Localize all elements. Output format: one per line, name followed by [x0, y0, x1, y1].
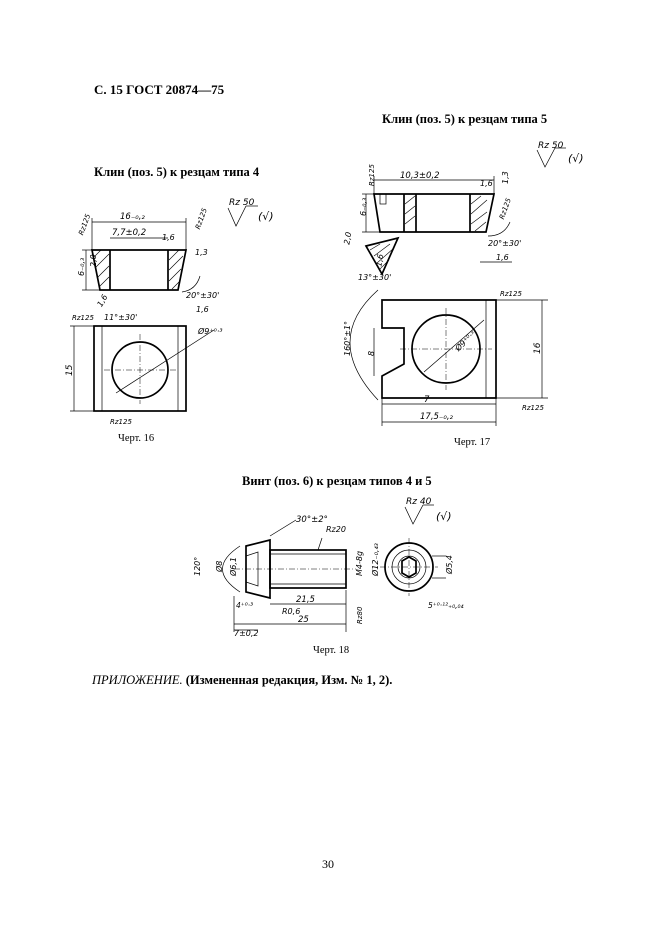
fig16-label: Черт. 16: [118, 433, 155, 444]
svg-text:Ø12₋₀,₄₃: Ø12₋₀,₄₃: [370, 543, 380, 577]
svg-text:20°±30': 20°±30': [186, 291, 219, 300]
svg-text:1,6: 1,6: [95, 293, 109, 309]
klin-type4-caption: Клин (поз. 5) к резцам типа 4: [94, 165, 260, 179]
svg-text:Rz125: Rz125: [110, 418, 132, 426]
svg-text:21,5: 21,5: [296, 595, 315, 605]
fig16-front-view: Ø9⁺⁰·³ Rz125 15 Rz125: [65, 314, 223, 426]
svg-text:10,3±0,2: 10,3±0,2: [400, 171, 440, 181]
svg-text:2,0: 2,0: [89, 254, 98, 267]
svg-text:Rz20: Rz20: [326, 525, 346, 534]
svg-text:120°: 120°: [193, 557, 202, 576]
svg-text:6₋₀,₃: 6₋₀,₃: [359, 198, 368, 216]
svg-text:20°±30': 20°±30': [488, 239, 521, 248]
page-header: С. 15 ГОСТ 20874—75: [94, 82, 225, 97]
svg-text:Rz125: Rz125: [500, 290, 522, 298]
svg-text:Ø9⁺⁰·³: Ø9⁺⁰·³: [452, 329, 477, 354]
amendment-note-bold: (Измененная редакция, Изм. № 1, 2).: [185, 673, 393, 687]
svg-text:4⁺⁰·³: 4⁺⁰·³: [236, 601, 253, 610]
klin-type5-caption: Клин (поз. 5) к резцам типа 5: [382, 112, 548, 126]
svg-text:7±0,2: 7±0,2: [234, 629, 259, 638]
fig18-screw-end-view: Ø5,4 5⁺⁰·¹²₊₀,₀₄: [380, 538, 464, 610]
amendment-note: ПРИЛОЖЕНИЕ. (Измененная редакция, Изм. №…: [92, 673, 392, 688]
svg-text:Rz 40: Rz 40: [406, 497, 432, 507]
svg-text:1,3: 1,3: [501, 171, 510, 184]
fig18-roughness-mark: Rz 40 (√): [404, 497, 452, 525]
svg-text:1,3: 1,3: [195, 248, 208, 257]
vint-caption: Винт (поз. 6) к резцам типов 4 и 5: [242, 474, 432, 488]
svg-text:25: 25: [298, 615, 309, 625]
svg-text:Rz125: Rz125: [77, 212, 92, 236]
svg-text:Ø5,4: Ø5,4: [444, 555, 454, 575]
svg-text:15: 15: [65, 364, 75, 376]
svg-text:Ø6,1: Ø6,1: [228, 557, 238, 577]
svg-text:11°±30': 11°±30': [104, 313, 137, 322]
fig16-roughness-mark: Rz 50 (√): [227, 198, 274, 227]
amendment-note-italic: ПРИЛОЖЕНИЕ.: [92, 673, 183, 687]
svg-text:6₋₀,₃: 6₋₀,₃: [77, 258, 86, 276]
fig17-label: Черт. 17: [454, 437, 491, 448]
svg-text:Rz125: Rz125: [72, 314, 94, 322]
svg-text:1,6: 1,6: [196, 305, 209, 314]
fig18-screw-side-view: 120° Ø8 Ø6,1 30°±2° Rz20 M4-8g Ø12₋₀,₄₃ …: [193, 515, 380, 638]
svg-text:8: 8: [367, 351, 376, 356]
svg-text:16₋₀,₂: 16₋₀,₂: [120, 212, 145, 222]
fig18-label: Черт. 18: [313, 645, 350, 656]
svg-text:Rz125: Rz125: [522, 404, 544, 412]
svg-text:Rz125: Rz125: [194, 207, 209, 231]
svg-text:5⁺⁰·¹²₊₀,₀₄: 5⁺⁰·¹²₊₀,₀₄: [428, 601, 464, 610]
svg-text:R0,6: R0,6: [282, 607, 300, 616]
svg-text:2,0: 2,0: [342, 231, 353, 245]
svg-text:Rz125: Rz125: [368, 164, 376, 186]
fig16-section-view: 16₋₀,₂ 7,7±0,2 1,6 Rz125 Rz125 6₋₀,₃ 2,0…: [77, 207, 219, 322]
svg-text:(√): (√): [436, 510, 452, 523]
svg-text:Rz 50: Rz 50: [538, 141, 564, 151]
svg-text:30°±2°: 30°±2°: [296, 515, 328, 525]
svg-text:Ø8: Ø8: [214, 561, 224, 573]
svg-text:Ø9⁺⁰·³: Ø9⁺⁰·³: [197, 326, 223, 336]
fig17-front-view: Ø9⁺⁰·³ Rz125 160°±1° 8 16 Rz125 7 17,5₋₀…: [343, 289, 548, 426]
svg-text:17,5₋₀,₂: 17,5₋₀,₂: [420, 412, 454, 422]
fig17-roughness-mark: Rz 50 (√): [536, 141, 584, 168]
svg-text:1,6: 1,6: [162, 233, 175, 242]
svg-text:M4-8g: M4-8g: [355, 551, 364, 576]
svg-text:Rz80: Rz80: [356, 606, 364, 624]
svg-text:(√): (√): [568, 152, 584, 165]
svg-text:(√): (√): [258, 210, 274, 223]
svg-text:1,6: 1,6: [496, 253, 509, 262]
svg-text:16: 16: [533, 342, 543, 354]
svg-text:7,7±0,2: 7,7±0,2: [112, 228, 146, 238]
svg-text:1,6: 1,6: [374, 253, 385, 267]
page-number: 30: [322, 857, 334, 871]
fig17-section-view: 10,3±0,2 Rz125 6₋₀,₃ 1,6 1,3 Rz125 20°±3…: [342, 164, 521, 282]
svg-text:1,6: 1,6: [480, 179, 493, 188]
svg-text:Rz 50: Rz 50: [229, 198, 255, 208]
svg-text:7: 7: [424, 395, 430, 405]
svg-text:13°±30': 13°±30': [358, 273, 391, 282]
svg-text:Rz125: Rz125: [498, 197, 513, 221]
svg-text:160°±1°: 160°±1°: [343, 321, 352, 356]
